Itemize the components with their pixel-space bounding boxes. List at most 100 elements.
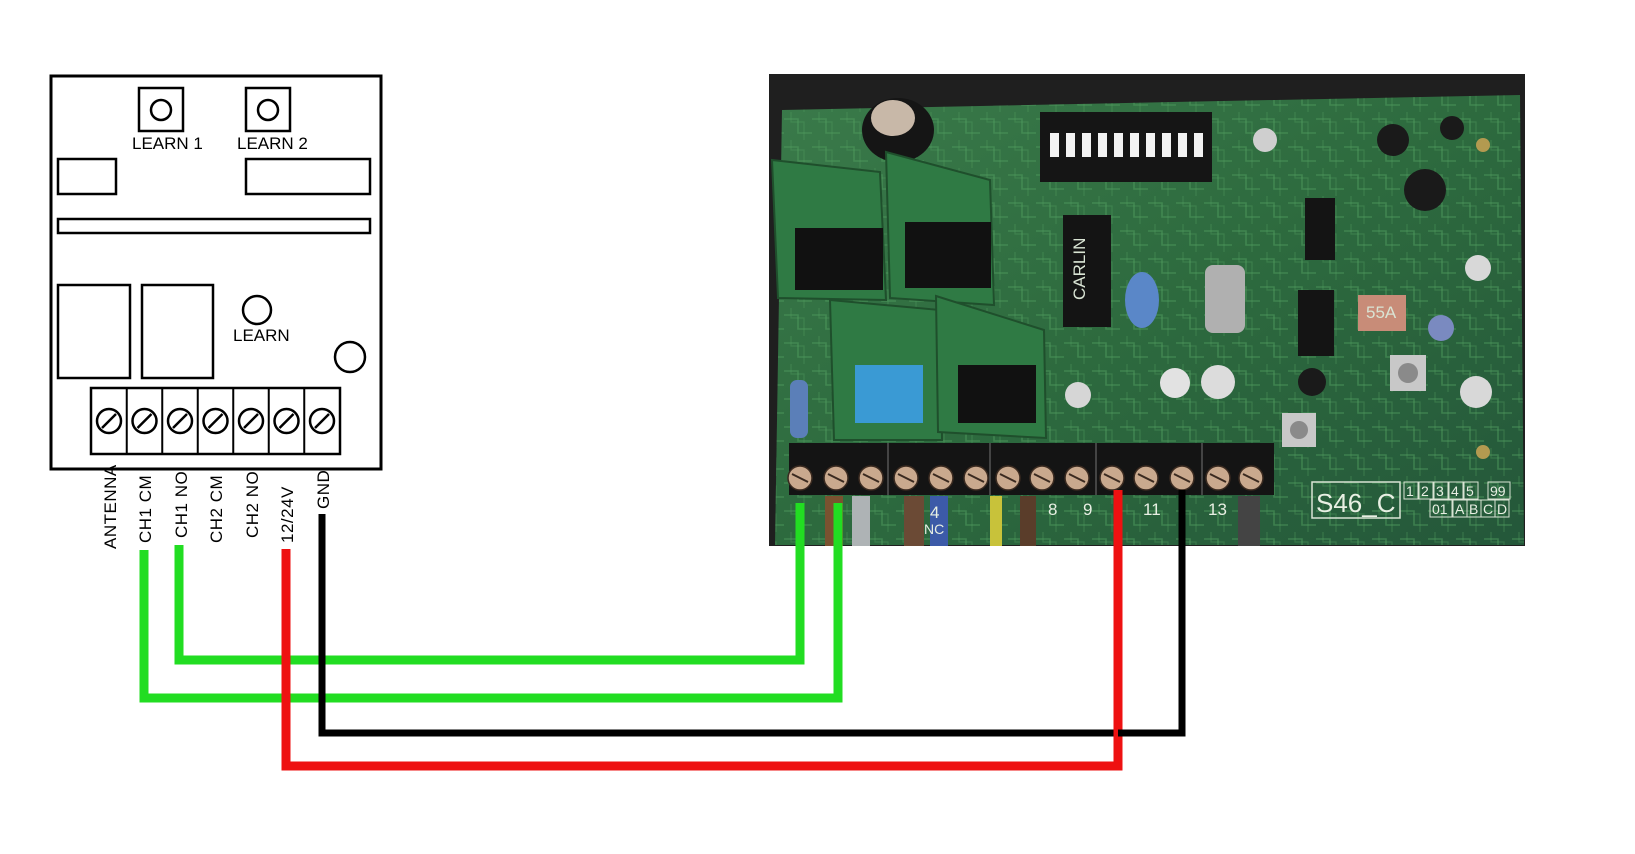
controller-screw-slot: [932, 473, 950, 483]
learn1-label: LEARN 1: [132, 134, 203, 153]
dip-lever: [1130, 133, 1139, 157]
main-ic-label: CARLIN: [1070, 238, 1089, 300]
learn2-button-circle: [256, 98, 280, 122]
relay-daughterboards: [770, 150, 1048, 441]
dip-legend-cell: [1463, 481, 1479, 500]
controller-screws: [787, 443, 1264, 495]
resistor: [790, 380, 808, 438]
cap-small-5: [1377, 124, 1409, 156]
receiver-screw-slot: [207, 413, 224, 429]
component-small-rect: [56, 157, 118, 196]
relay-2: [140, 283, 215, 380]
cap-small-8: [1465, 255, 1491, 281]
relay-black-1: [795, 228, 883, 290]
wire-ch1-no-green: [174, 503, 805, 665]
controller-screw-slot: [999, 473, 1017, 483]
dip-lever: [1178, 133, 1187, 157]
controller-screw-slot: [1068, 473, 1086, 483]
dip-lever: [1098, 133, 1107, 157]
controller-screw-slot: [1209, 473, 1227, 483]
component-strip: [56, 217, 372, 235]
terminal-label-ch2-cm: CH2 CM: [207, 475, 226, 543]
dip-lever: [1082, 133, 1091, 157]
learn1-button-circle: [149, 98, 173, 122]
learn-label: LEARN: [233, 326, 290, 345]
receiver-module: LEARN 1 LEARN 2 LEARN ANTENNA CH1 CM CH1…: [49, 74, 383, 549]
terminal-number-4: 4: [930, 503, 939, 522]
receiver-screw-slot: [136, 413, 153, 429]
dip-legend-cell: [1403, 481, 1419, 500]
dip-lever: [1146, 133, 1155, 157]
terminal-label-ch1-no: CH1 NO: [172, 471, 191, 538]
receiver-screw-slot: [243, 413, 259, 429]
ic-right-2: [1298, 290, 1334, 356]
led-indicator: [333, 340, 367, 374]
cap-small-7: [1440, 116, 1464, 140]
receiver-screw-slot: [278, 413, 295, 429]
controller-screw-slot: [862, 473, 880, 483]
cap-small-3: [1065, 382, 1091, 408]
mount-hole-2: [1476, 445, 1490, 459]
wire-gnd-black: [318, 490, 1186, 737]
dip-legend-bottom: D: [1497, 501, 1507, 517]
dip-lever: [1114, 133, 1123, 157]
relay-black-2: [905, 222, 991, 288]
controller-screw-slot: [1103, 473, 1121, 483]
blue-capacitor: [1125, 272, 1159, 328]
controller-screw-slot: [827, 473, 845, 483]
terminal-number-9: 9: [1083, 500, 1092, 519]
ic-right-1: [1305, 198, 1335, 260]
terminal-text-nc: NC: [924, 521, 944, 537]
dip-legend-cell: [1494, 499, 1510, 518]
relay-1: [56, 283, 132, 380]
cap-small-1: [1201, 365, 1235, 399]
cap-small-10: [1253, 128, 1277, 152]
controller-screw-slot: [1137, 473, 1155, 483]
dip-legend-top: 5: [1466, 483, 1474, 499]
learn-button: [241, 294, 273, 326]
terminal-label-gnd: GND: [314, 470, 333, 509]
dip-lever: [1066, 133, 1075, 157]
learn2-label: LEARN 2: [237, 134, 308, 153]
wires: [139, 490, 1186, 771]
controller-board-photo: CARLIN 55A: [769, 74, 1525, 546]
receiver-screws: [95, 388, 336, 454]
cap-small-2: [1160, 368, 1190, 398]
dip-legend-cell: [1429, 499, 1453, 518]
wire-ch1-cm-green: [139, 503, 843, 703]
dip-legend-top: 4: [1451, 483, 1459, 499]
board-label: S46_C: [1316, 488, 1396, 518]
receiver-screw-slot: [314, 413, 330, 429]
cap-small-4: [1298, 368, 1326, 396]
learn2-button: [244, 86, 292, 133]
dip-legend-top: 1: [1406, 483, 1414, 499]
terminal-number-8: 8: [1048, 500, 1057, 519]
mount-hole-1: [1476, 138, 1490, 152]
dip-legend-top: 2: [1421, 483, 1429, 499]
dip-legend-cell: [1487, 481, 1511, 500]
controller-screw-slot: [1173, 473, 1191, 483]
controller-screw-slot: [967, 473, 985, 483]
learn1-button: [137, 86, 185, 133]
controller-screw-slot: [1242, 473, 1260, 483]
dip-legend-bottom: B: [1469, 501, 1478, 517]
relay-blue: [855, 365, 923, 423]
dip-lever: [1194, 133, 1203, 157]
receiver-screw-slot: [101, 413, 117, 429]
terminal-label-12-24v: 12/24V: [278, 486, 297, 543]
cap-small-9: [1460, 376, 1492, 408]
terminal-number-13: 13: [1208, 500, 1227, 519]
dip-legend-bottom: 01: [1432, 501, 1448, 517]
controller-screw-slot: [1033, 473, 1051, 483]
dip-legend-cell: [1448, 481, 1464, 500]
crystal: [1205, 265, 1245, 333]
main-ic: [1063, 215, 1111, 327]
controller-screw-slot: [791, 473, 809, 483]
dip-legend-top: 99: [1490, 483, 1506, 499]
dip-lever: [1162, 133, 1171, 157]
dip-legend-cell: [1418, 481, 1434, 500]
dip-legend-bottom: C: [1483, 501, 1493, 517]
cap-small-6: [1404, 169, 1446, 211]
